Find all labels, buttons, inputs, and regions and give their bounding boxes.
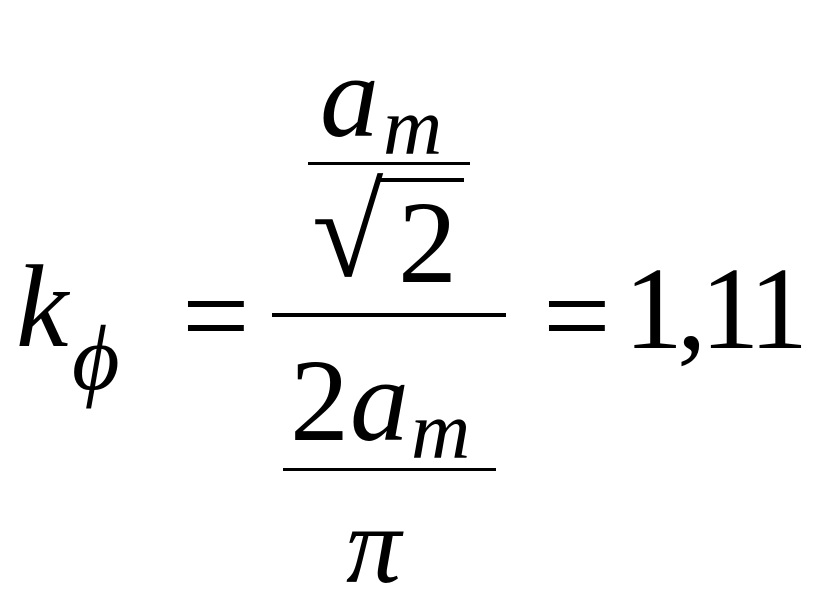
numerator-fraction-bar — [308, 162, 470, 165]
form-factor-value: 1,11 — [624, 243, 808, 374]
form-factor-subscript: ϕ — [72, 307, 120, 409]
denominator-amplitude-subscript: m — [411, 385, 471, 476]
square-root-overbar — [378, 178, 464, 182]
numerator-amplitude-subscript: m — [383, 81, 443, 172]
main-fraction-bar — [272, 313, 506, 317]
numerator-amplitude-variable: a — [320, 31, 379, 162]
equals-sign-first: = — [182, 249, 250, 382]
denominator-coefficient: 2 — [290, 335, 349, 466]
denominator-fraction-bar — [283, 468, 496, 471]
denominator-pi-symbol: π — [346, 484, 402, 606]
denominator-amplitude-variable: a — [350, 335, 409, 466]
square-root-radicand: 2 — [398, 177, 457, 308]
equals-sign-second: = — [543, 249, 611, 382]
square-root-sign: √ — [312, 161, 384, 305]
form-factor-symbol: k — [16, 241, 69, 372]
